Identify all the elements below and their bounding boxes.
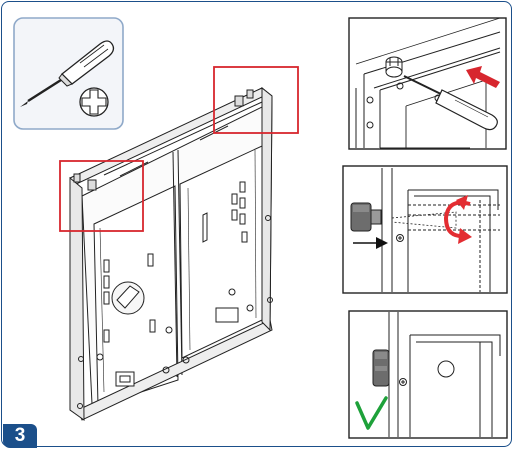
detail-panel-rotate [342, 165, 508, 294]
highlight-box-right-mount [213, 66, 299, 134]
bolt-icon [372, 349, 390, 387]
rotate-arrow-icon [443, 195, 472, 244]
detail-panel-push [348, 17, 507, 150]
screwdriver-icon [403, 75, 498, 131]
screwdriver-icon [20, 40, 115, 107]
step-number-badge: 3 [3, 424, 37, 448]
bolt-icon [350, 202, 382, 232]
enclosure-drawing [69, 86, 273, 421]
tool-panel [13, 17, 124, 130]
detail-panel-result [348, 310, 508, 439]
phillips-head-icon [79, 87, 109, 117]
push-arrow-icon [466, 66, 500, 88]
highlight-box-left-mount [59, 160, 144, 232]
checkmark-icon [355, 396, 388, 430]
